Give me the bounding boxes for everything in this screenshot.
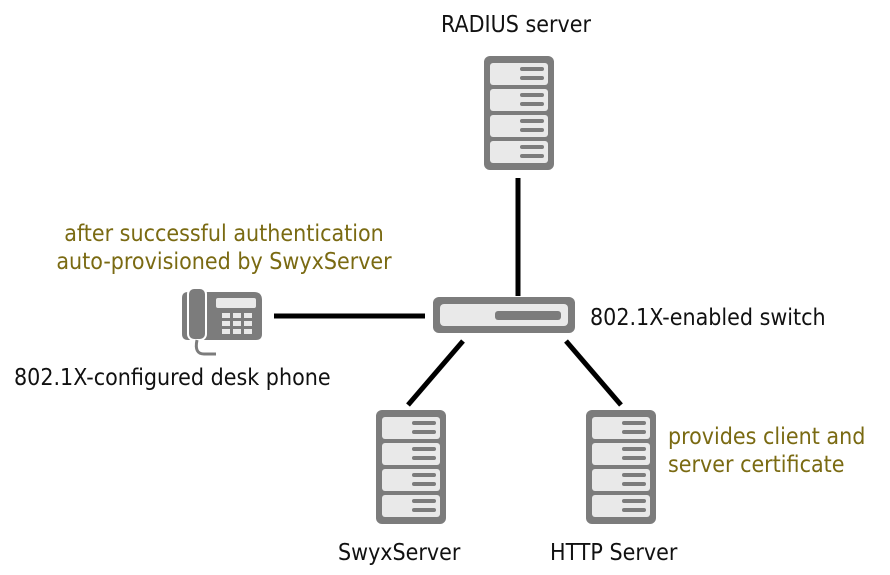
swyxserver-label: SwyxServer [338,540,461,566]
link-switch-httpserver [564,339,623,407]
http-server-note-line2: server certificate [668,452,845,478]
radius-server-icon [484,56,554,170]
link-switch-swyxserver [406,339,465,407]
switch-label: 802.1X-enabled switch [590,305,826,331]
http-server-label: HTTP Server [550,540,678,566]
http-server-note-line1: provides client and [668,424,866,450]
desk-phone-label: 802.1X-configured desk phone [14,365,331,391]
phone-note-line2: auto-provisioned by SwyxServer [56,249,392,275]
switch-icon [433,297,575,333]
swyxserver-icon [376,410,446,524]
desk-phone-icon [182,287,262,356]
radius-server-label: RADIUS server [441,12,591,38]
http-server-icon [586,410,656,524]
phone-note-line1: after successful authentication [64,221,384,247]
